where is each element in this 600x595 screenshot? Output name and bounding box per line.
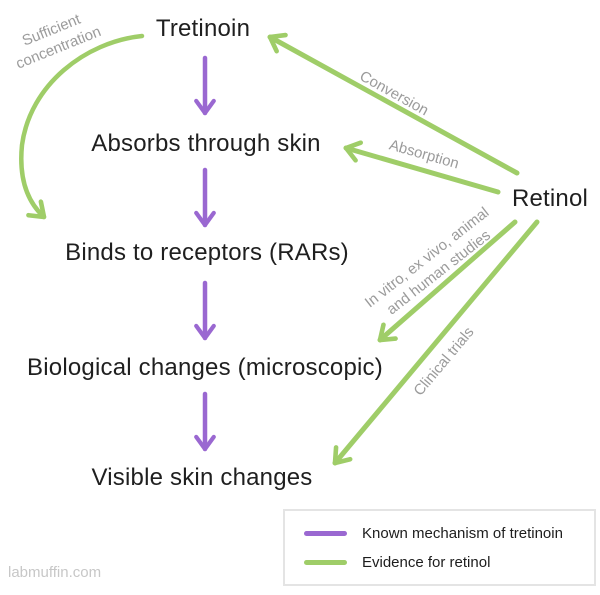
- node-tretinoin: Tretinoin: [155, 15, 251, 42]
- node-retinol: Retinol: [511, 185, 589, 212]
- node-absorbs-through-skin: Absorbs through skin: [91, 130, 321, 157]
- node-biological-changes: Biological changes (microscopic): [27, 354, 383, 381]
- arrow-clinical-trials: [332, 219, 540, 466]
- legend-swatch-purple: [304, 530, 347, 536]
- arrow-absorption: [343, 140, 501, 195]
- node-visible-skin-changes: Visible skin changes: [91, 464, 313, 491]
- watermark: labmuffin.com: [8, 564, 102, 581]
- arrow-sufficient-concentration: [19, 33, 145, 220]
- arrow-invitro-studies: [377, 219, 518, 343]
- legend-swatch-green: [304, 559, 347, 565]
- node-binds-to-receptors: Binds to receptors (RARs): [65, 239, 349, 266]
- arrow-conversion: [267, 32, 520, 176]
- legend: Known mechanism of tretinoin Evidence fo…: [283, 509, 596, 586]
- legend-label: Evidence for retinol: [362, 553, 491, 571]
- legend-item-retinol: Evidence for retinol: [304, 554, 594, 571]
- legend-label: Known mechanism of tretinoin: [362, 524, 563, 542]
- legend-item-tretinoin: Known mechanism of tretinoin: [304, 525, 594, 542]
